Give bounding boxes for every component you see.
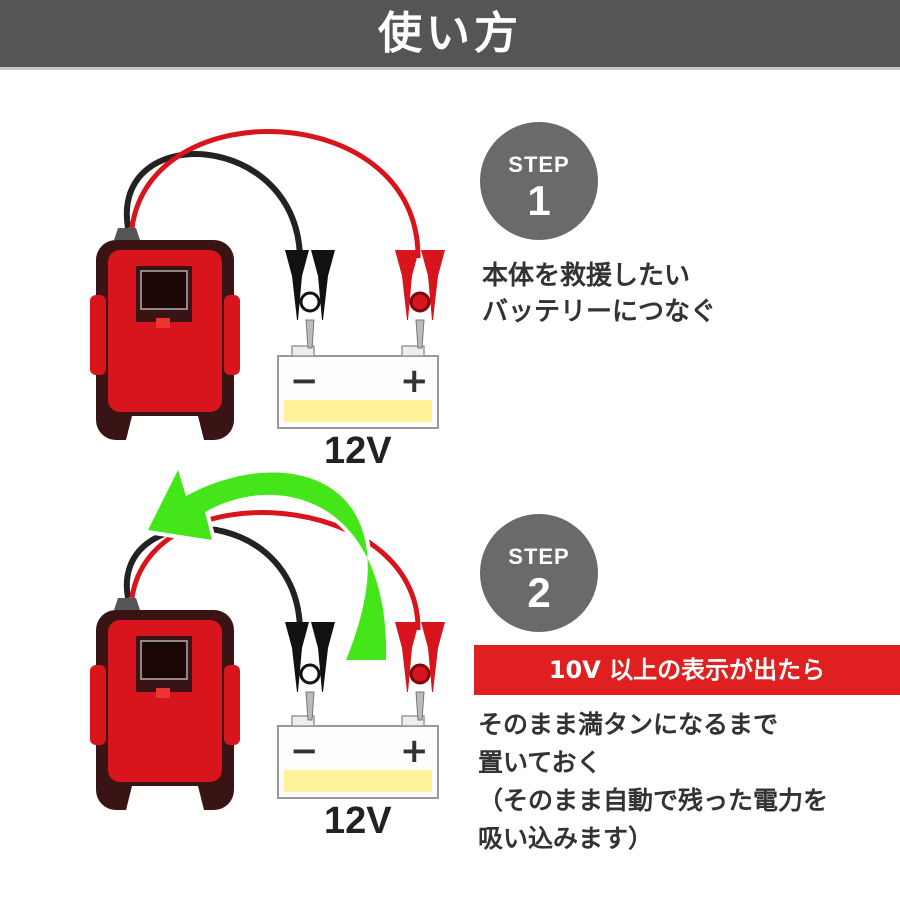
jump-starter-device-icon xyxy=(89,597,241,811)
page-title: 使い方 xyxy=(378,8,522,59)
step2-line: 吸い込みます） xyxy=(478,824,654,853)
header-bar: 使い方 xyxy=(0,0,900,70)
step2-line: 置いておく xyxy=(478,748,602,777)
black-clamp-icon xyxy=(283,620,337,722)
red-cable xyxy=(129,510,421,631)
step2-word: STEP xyxy=(508,544,570,569)
black-cable xyxy=(123,151,303,261)
step1-badge: STEP 1 xyxy=(480,122,598,240)
battery-voltage-label: 12V xyxy=(324,430,392,472)
step2-badge: STEP 2 xyxy=(480,514,598,632)
red-cable xyxy=(129,129,421,259)
step1-line: バッテリーにつなぐ xyxy=(482,297,717,327)
step1-line: 本体を救援したい xyxy=(482,261,691,291)
battery-plus-label: + xyxy=(400,731,429,771)
step2-instructions: そのまま満タンになるまで 置いておく （そのまま自動で残った電力を 吸い込みます… xyxy=(478,706,828,858)
step2-condition-banner: 10V 以上の表示が出たら xyxy=(474,645,900,695)
step2-illustration: − + 12V xyxy=(89,466,447,842)
battery-plus-label: + xyxy=(400,361,429,401)
step1-word: STEP xyxy=(508,152,570,177)
red-clamp-icon xyxy=(393,248,447,350)
jump-starter-device-icon xyxy=(89,227,241,441)
step2-line: そのまま満タンになるまで xyxy=(478,710,779,739)
battery-minus-label: − xyxy=(290,731,319,771)
battery-voltage-label: 12V xyxy=(324,800,392,842)
step1-number: 1 xyxy=(527,177,551,224)
step2-number: 2 xyxy=(527,569,551,616)
battery-minus-label: − xyxy=(290,361,319,401)
black-clamp-icon xyxy=(283,248,337,350)
red-clamp-icon xyxy=(393,620,447,722)
curved-arrow-icon xyxy=(144,466,391,664)
step2-line: （そのまま自動で残った電力を xyxy=(478,786,829,815)
step1-illustration: − + 12V xyxy=(89,129,447,472)
step1-instructions: 本体を救援したい バッテリーにつなぐ xyxy=(482,258,716,330)
